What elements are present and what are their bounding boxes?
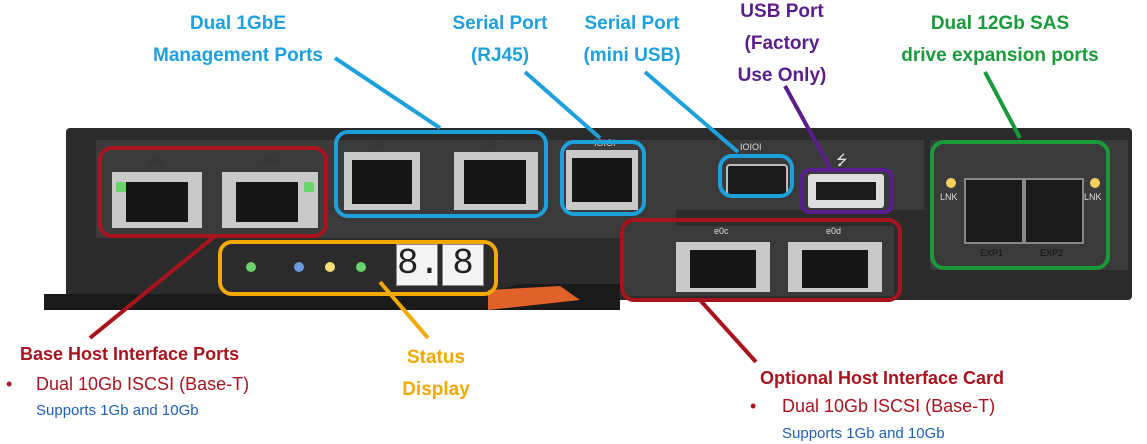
serial-usb-callout: Serial Port (mini USB)	[570, 8, 694, 72]
usb-line	[783, 85, 832, 169]
label-exp1: EXP1	[980, 248, 1004, 258]
highlight-hic	[620, 218, 902, 302]
led-activity	[356, 262, 366, 272]
port-e0d[interactable]	[788, 242, 882, 292]
label-usb-mark: IOIOI	[740, 142, 762, 152]
sas-line	[983, 71, 1022, 139]
serial-rj45-line2: (RJ45)	[470, 45, 530, 66]
status-callout-line1: Status	[406, 347, 466, 368]
highlight-base-host	[98, 146, 328, 238]
base-host-sub: Supports 1Gb and 10Gb	[36, 402, 199, 419]
sas-led-left	[946, 178, 956, 188]
led-locate	[294, 262, 304, 272]
serial-usb-line1: Serial Port	[584, 13, 680, 34]
hic-line	[698, 298, 758, 364]
label-p1: P1	[374, 140, 386, 150]
label-e0b: e0b	[262, 156, 278, 166]
status-callout: Status Display	[386, 342, 486, 406]
highlight-status	[218, 240, 498, 296]
port-exp2[interactable]	[1024, 178, 1084, 244]
rj45-line	[523, 70, 602, 140]
port-e0b[interactable]	[222, 172, 318, 228]
highlight-usb	[800, 168, 894, 214]
highlight-mgmt	[334, 130, 548, 218]
usb-callout: USB Port (Factory Use Only)	[722, 0, 842, 92]
base-host-bullet: Dual 10Gb ISCSI (Base-T)	[36, 374, 250, 394]
usb-callout-line1: USB Port	[740, 1, 824, 22]
mgmt-callout: Dual 1GbE Management Ports	[138, 8, 338, 72]
port-e0c[interactable]	[676, 242, 770, 292]
latch-handle	[44, 284, 620, 310]
led-attention	[325, 262, 335, 272]
serial-rj45-line1: Serial Port	[452, 13, 548, 34]
mgmt-callout-line2: Management Ports	[153, 45, 323, 66]
base-host-line	[88, 234, 217, 340]
serial-usb-line2: (mini USB)	[583, 45, 681, 66]
usb-callout-line3: Use Only)	[737, 65, 827, 86]
port-exp1[interactable]	[964, 178, 1024, 244]
hic-sub: Supports 1Gb and 10Gb	[782, 425, 945, 442]
mgmt-line	[333, 56, 442, 130]
hic-bullet-dot: •	[750, 396, 757, 416]
highlight-serial-rj45	[560, 140, 646, 216]
sas-callout-line2: drive expansion ports	[901, 45, 1099, 66]
port-p2[interactable]	[454, 152, 538, 210]
label-exp2: EXP2	[1040, 248, 1064, 258]
led-power	[246, 262, 256, 272]
label-p2: P2	[486, 140, 498, 150]
usb-symbol-icon: ⭍	[836, 152, 848, 168]
port-p1[interactable]	[344, 152, 420, 210]
label-lnk-left: LNK	[940, 192, 958, 202]
usb-callout-line2: (Factory	[744, 33, 820, 54]
mgmt-callout-line1: Dual 1GbE	[189, 13, 287, 34]
miniusb-line	[643, 70, 740, 154]
label-e0c: e0c	[714, 226, 729, 236]
hic-title: Optional Host Interface Card	[760, 368, 1005, 388]
label-e0a: e0a	[148, 156, 164, 166]
sas-callout: Dual 12Gb SAS drive expansion ports	[880, 8, 1120, 72]
status-line	[378, 280, 430, 340]
seven-seg-digit-2: 8	[442, 244, 484, 286]
status-callout-line2: Display	[402, 379, 470, 400]
latch-tab	[488, 286, 580, 310]
label-lnk-right: LNK	[1084, 192, 1102, 202]
seven-seg-digit-1: 8.	[396, 243, 441, 286]
highlight-serial-usb	[718, 154, 794, 198]
port-serial-rj45[interactable]	[566, 150, 638, 210]
label-e0d: e0d	[826, 226, 842, 236]
port-e0a[interactable]	[112, 172, 202, 228]
sas-led-right	[1090, 178, 1100, 188]
serial-rj45-callout: Serial Port (RJ45)	[440, 8, 560, 72]
base-host-title: Base Host Interface Ports	[20, 344, 240, 364]
highlight-sas	[930, 140, 1110, 270]
base-host-bullet-dot: •	[6, 374, 13, 394]
sas-callout-line1: Dual 12Gb SAS	[930, 13, 1070, 34]
hic-bullet: Dual 10Gb ISCSI (Base-T)	[782, 396, 996, 416]
port-usb[interactable]	[808, 174, 884, 208]
